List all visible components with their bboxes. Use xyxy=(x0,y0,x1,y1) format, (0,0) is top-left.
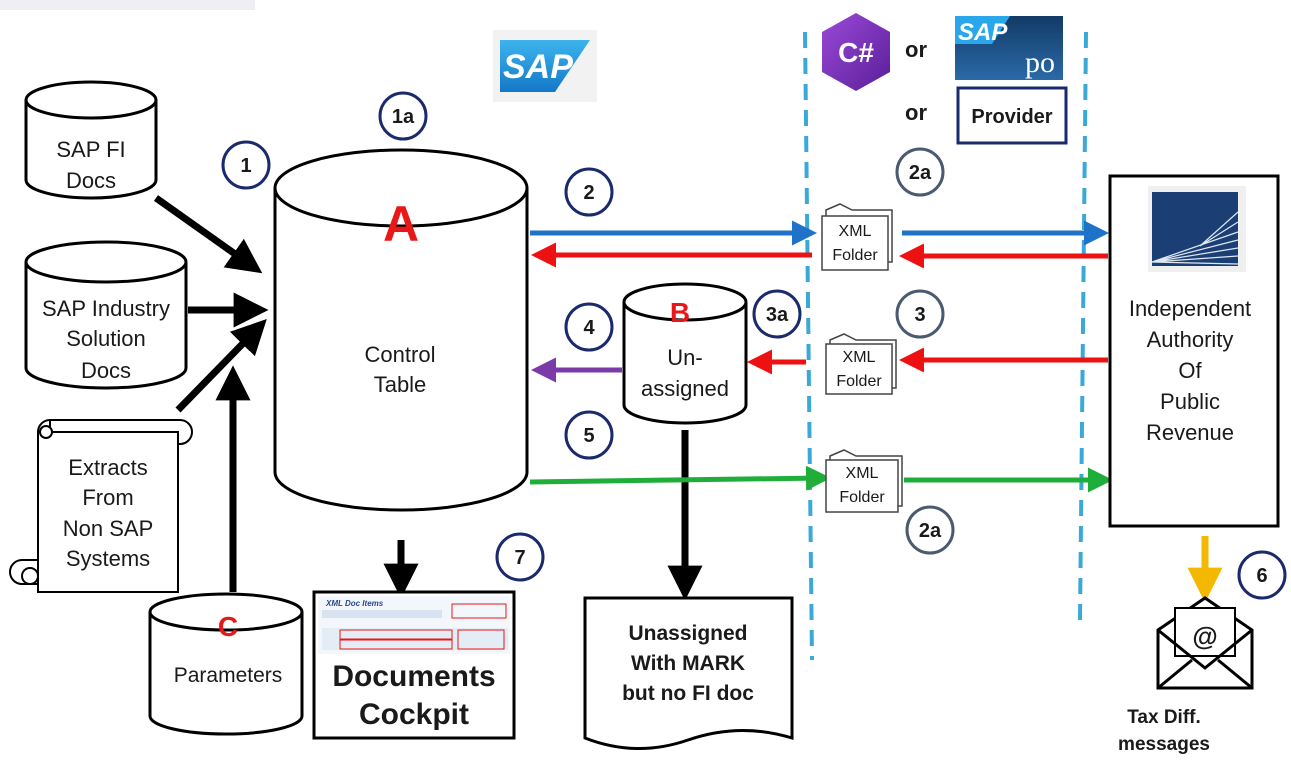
badge-step-3-text: 3 xyxy=(914,304,925,326)
unassigned-doc-label-1: Unassigned xyxy=(628,622,747,645)
arrow-green-send-1 xyxy=(529,465,831,491)
provider-label: Provider xyxy=(971,106,1052,128)
sap-po-logo: SAP po xyxy=(955,16,1063,80)
badge-step-1a-text: 1a xyxy=(392,106,415,128)
extracts-label-4: Systems xyxy=(66,546,150,571)
extracts-label-1: Extracts xyxy=(68,455,147,480)
corner-shade xyxy=(0,0,255,10)
badge-step-7-text: 7 xyxy=(514,547,525,569)
badge-step-2a-bottom-text: 2a xyxy=(919,520,942,542)
badge-step-2a-top: 2a xyxy=(895,147,945,197)
badge-step-1: 1 xyxy=(221,140,271,190)
unassigned-letter: B xyxy=(670,297,690,328)
extracts-label-2: From xyxy=(82,485,133,510)
authority-logo xyxy=(1148,186,1246,272)
sap-fi-docs-label-1: SAP FI xyxy=(56,137,125,162)
badge-step-2a-bottom: 2a xyxy=(905,505,955,555)
authority-label-1: Independent xyxy=(1129,296,1251,321)
unassigned-doc-label-3: but no FI doc xyxy=(622,682,754,705)
cockpit-label-1: Documents xyxy=(332,660,495,693)
badge-step-3a: 3a xyxy=(752,289,802,339)
badge-step-1a: 1a xyxy=(378,91,428,141)
sap-po-logo-text: SAP xyxy=(958,19,1008,46)
control-table-letter: A xyxy=(383,196,419,252)
badge-step-4: 4 xyxy=(564,302,614,352)
sap-fi-docs-label-2: Docs xyxy=(66,168,116,193)
badge-step-5: 5 xyxy=(564,410,614,460)
xml-folder-1: XML Folder xyxy=(821,203,893,271)
arrow-extracts-to-control xyxy=(175,318,267,413)
cockpit-screenshot-title: XML Doc Items xyxy=(325,599,384,608)
xml-folder-3: XML Folder xyxy=(825,449,903,513)
badge-step-7: 7 xyxy=(495,532,545,582)
parameters-letter: C xyxy=(218,611,238,642)
badge-step-3a-text: 3a xyxy=(766,304,789,326)
arrow-fi-to-control xyxy=(153,195,263,274)
sap-industry-docs-label-1: SAP Industry xyxy=(42,296,170,321)
parameters-db: C Parameters xyxy=(148,592,304,736)
sap-industry-docs-db: SAP Industry Solution Docs xyxy=(24,240,188,390)
independent-authority-box: Independent Authority Of Public Revenue xyxy=(1108,174,1280,528)
sap-logo-text: SAP xyxy=(503,48,573,86)
xml-folder-1-label-2: Folder xyxy=(832,247,878,264)
authority-label-5: Revenue xyxy=(1146,420,1234,445)
xml-folder-2-label-2: Folder xyxy=(836,373,882,390)
tax-diff-label-1: Tax Diff. xyxy=(1127,707,1201,728)
badge-step-2a-top-text: 2a xyxy=(909,162,932,184)
control-table-db: A Control Table xyxy=(273,148,529,512)
control-table-label-2: Table xyxy=(374,372,427,397)
sap-po-logo-suffix: po xyxy=(1025,46,1055,79)
parameters-label: Parameters xyxy=(174,664,283,687)
or-label-2: or xyxy=(905,100,927,125)
badge-step-6-text: 6 xyxy=(1256,565,1267,587)
unassigned-doc-label-2: With MARK xyxy=(631,652,745,675)
divider-line-right xyxy=(1078,31,1088,621)
xml-folder-2: XML Folder xyxy=(825,333,897,395)
unassigned-label-2: assigned xyxy=(641,376,729,401)
xml-folder-3-label-1: XML xyxy=(846,465,879,482)
badge-step-4-text: 4 xyxy=(583,317,595,339)
tax-diff-label-2: messages xyxy=(1118,734,1210,755)
sap-logo: SAP xyxy=(493,30,597,102)
authority-label-2: Authority xyxy=(1147,327,1234,352)
cockpit-label-2: Cockpit xyxy=(359,698,469,731)
provider-box xyxy=(956,86,1068,145)
documents-cockpit: XML Doc Items Documents Cockpit xyxy=(312,590,516,740)
divider-line-left xyxy=(803,31,814,661)
badge-step-2-text: 2 xyxy=(583,182,594,204)
envelope-at-glyph: @ xyxy=(1192,621,1217,651)
sap-industry-docs-label-2: Solution xyxy=(66,326,146,351)
badge-step-2: 2 xyxy=(564,167,614,217)
envelope-icon: @ xyxy=(1156,596,1254,690)
unassigned-report-doc: Unassigned With MARK but no FI doc xyxy=(583,596,794,751)
xml-folder-1-label-1: XML xyxy=(839,223,872,240)
xml-folder-3-label-2: Folder xyxy=(839,489,885,506)
sap-fi-docs-db: SAP FI Docs xyxy=(24,80,158,200)
unassigned-label-1: Un- xyxy=(667,345,702,370)
authority-label-4: Public xyxy=(1160,389,1220,414)
badge-step-3: 3 xyxy=(895,289,945,339)
sap-industry-docs-label-3: Docs xyxy=(81,358,131,383)
csharp-logo: C# xyxy=(822,13,890,91)
or-label-1: or xyxy=(905,37,927,62)
badge-step-6: 6 xyxy=(1237,550,1287,600)
authority-label-3: Of xyxy=(1178,358,1202,383)
csharp-logo-text: C# xyxy=(838,37,874,68)
unassigned-db: B Un- assigned xyxy=(622,282,748,425)
badge-step-1-text: 1 xyxy=(240,155,251,177)
non-sap-extracts-scroll: Extracts From Non SAP Systems xyxy=(9,418,193,593)
badge-step-5-text: 5 xyxy=(583,425,594,447)
extracts-label-3: Non SAP xyxy=(63,516,154,541)
control-table-label-1: Control xyxy=(365,342,436,367)
xml-folder-2-label-1: XML xyxy=(843,349,876,366)
